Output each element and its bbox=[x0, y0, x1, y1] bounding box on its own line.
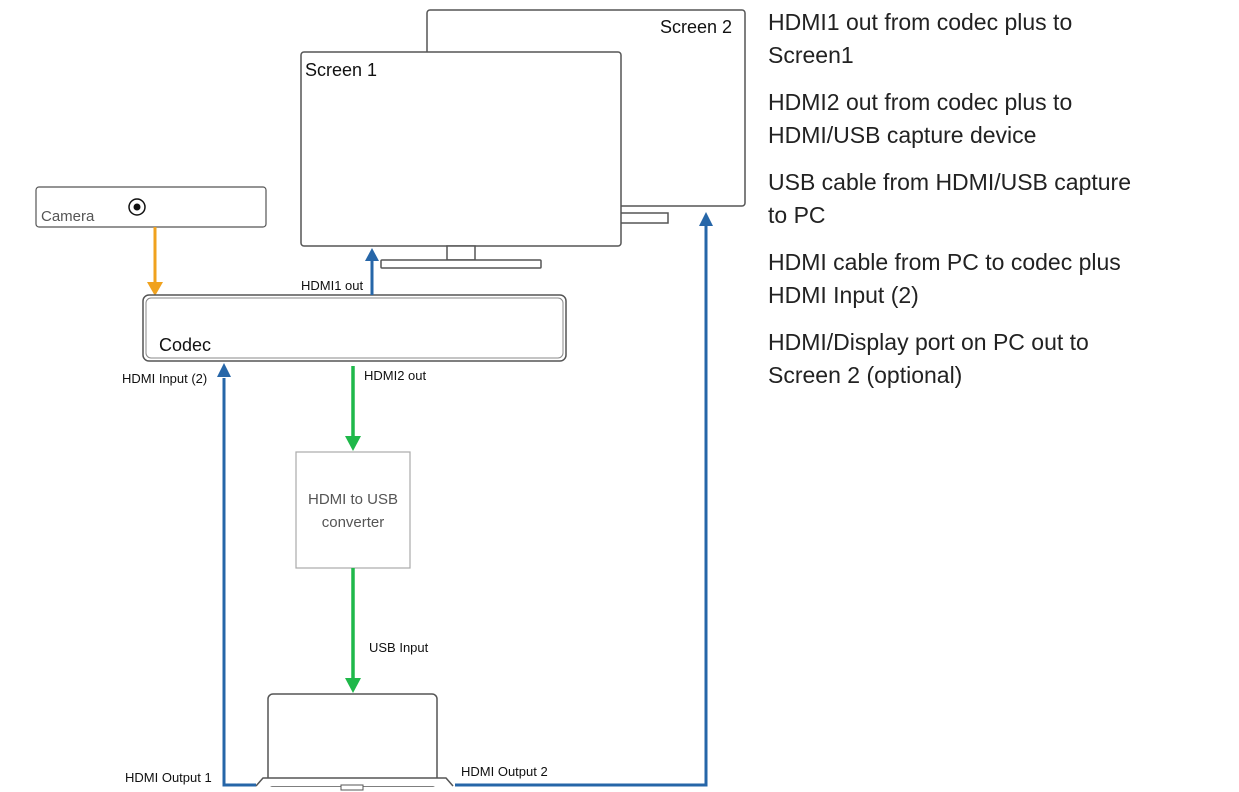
note-item: HDMI2 out from codec plus to HDMI/USB ca… bbox=[768, 89, 1073, 148]
codec: Codec bbox=[142, 294, 567, 362]
laptop-trackpad bbox=[340, 784, 364, 791]
screen-1-base bbox=[380, 259, 542, 269]
connection-diagram: Screen 2 Screen 1 Camera Codec HDMI1 out… bbox=[35, 9, 746, 791]
hdmi-output-2-arrowhead bbox=[699, 212, 713, 226]
note-item: HDMI/Display port on PC out to Screen 2 … bbox=[768, 329, 1089, 388]
hdmi2-out-arrowhead bbox=[345, 436, 361, 451]
hdmi-input-2-label: HDMI Input (2) bbox=[122, 371, 207, 386]
converter-label-line2: converter bbox=[322, 514, 385, 531]
note-item: HDMI1 out from codec plus to Screen1 bbox=[768, 9, 1073, 68]
converter-body bbox=[295, 451, 411, 569]
note-item: USB cable from HDMI/USB capture to PC bbox=[768, 169, 1132, 228]
camera-lens-center bbox=[133, 203, 141, 211]
hdmi2-out-label: HDMI2 out bbox=[364, 368, 427, 383]
screen-1-neck bbox=[446, 245, 476, 261]
camera-to-codec-arrowhead bbox=[147, 282, 163, 296]
hdmi-output-1-line bbox=[222, 378, 256, 787]
converter-label-line1: HDMI to USB bbox=[308, 491, 398, 508]
laptop-lid bbox=[267, 693, 438, 787]
usb-input-label: USB Input bbox=[369, 640, 429, 655]
screen-2-stand bbox=[619, 212, 669, 224]
hdmi-usb-converter: HDMI to USB converter bbox=[295, 451, 411, 569]
codec-label: Codec bbox=[159, 335, 211, 355]
usb-arrowhead bbox=[345, 678, 361, 693]
screen-1-label: Screen 1 bbox=[305, 60, 377, 80]
laptop-base bbox=[255, 777, 454, 787]
laptop bbox=[255, 693, 454, 791]
hdmi1-out-arrowhead bbox=[365, 248, 379, 261]
screen-2-label: Screen 2 bbox=[660, 17, 732, 37]
screen-1-panel bbox=[300, 51, 622, 247]
hdmi1-out-label: HDMI1 out bbox=[301, 278, 364, 293]
hdmi-output-2-line bbox=[455, 224, 708, 787]
hdmi-output-2-label: HDMI Output 2 bbox=[461, 764, 548, 779]
connection-notes-list: HDMI1 out from codec plus to Screen1 HDM… bbox=[768, 6, 1238, 406]
camera-label: Camera bbox=[41, 208, 95, 225]
codec-body-outer bbox=[142, 294, 567, 362]
camera: Camera bbox=[35, 186, 267, 228]
hdmi-input-2-arrowhead bbox=[217, 363, 231, 377]
codec-body-inner bbox=[145, 297, 564, 359]
note-item: HDMI cable from PC to codec plus HDMI In… bbox=[768, 249, 1121, 308]
screen-1: Screen 1 bbox=[300, 51, 622, 269]
hdmi-output-1-label: HDMI Output 1 bbox=[125, 770, 212, 785]
camera-body bbox=[35, 186, 267, 228]
